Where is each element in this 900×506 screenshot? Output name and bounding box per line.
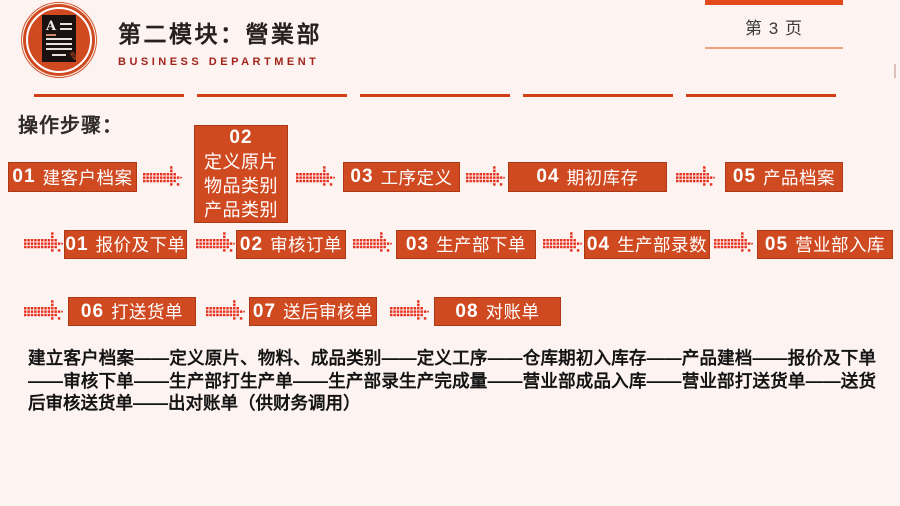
page-indicator-bar [705,0,843,5]
step-number: 01 [12,166,36,187]
module-title: 第二模块：營業部 [118,21,322,48]
dot-arrow-icon [196,232,235,252]
header-divider [34,94,836,97]
divider-dash [523,94,673,97]
flow-step-print-delivery-note: 06 打送货单 [68,297,196,326]
divider-dash [34,94,184,97]
flow-step-production-order: 03 生产部下单 [396,230,536,259]
step-number: 03 [350,166,374,187]
flow-step-production-record: 04 生产部录数 [584,230,710,259]
step-label: 对账单 [485,302,540,322]
flow-step-review-order: 02 审核订单 [236,230,346,259]
summary-text: 建立客户档案——定义原片、物料、成品类别——定义工序——仓库期初入库存——产品建… [28,348,876,413]
dot-arrow-icon [143,166,182,186]
flow-step-product-file: 05 产品档案 [725,162,843,192]
step-label: 营业部入库 [795,235,886,255]
dot-arrow-icon [543,232,582,252]
step-number: 06 [80,300,105,322]
document-line [60,23,72,25]
document-line [60,28,72,30]
flow-step-define-categories: 02 定义原片 物品类别 产品类别 [194,125,288,223]
dot-arrow-icon [24,300,63,320]
flow-step-business-dept-inbound: 05 营业部入库 [757,230,893,259]
dot-arrow-icon [206,300,245,320]
document-line [46,43,72,45]
logo-outer-ring [21,2,97,78]
flow-step-process-definition: 03 工序定义 [343,162,460,192]
edge-tick [894,64,896,78]
step-label: 产品档案 [763,167,836,188]
dot-arrow-icon [353,232,392,252]
document-line [46,38,72,40]
step-label: 打送货单 [111,302,184,322]
module-subtitle: BUSINESS DEPARTMENT [118,56,320,68]
flow-step-quote-and-order: 01 报价及下单 [64,230,187,259]
step-number: 02 [229,126,253,148]
step-number: 07 [252,300,277,322]
step-label: 建客户档案 [42,167,133,188]
flow-step-build-customer-file: 01 建客户档案 [8,162,137,192]
divider-dash [686,94,836,97]
step-number: 04 [586,233,611,255]
step-label: 生产部下单 [436,235,527,255]
step-number: 02 [239,233,264,255]
logo-badge: A ✎ [21,2,97,78]
step-number: 03 [405,233,430,255]
document-letter: A [46,19,57,36]
dot-arrow-icon [296,166,335,186]
dot-arrow-icon [676,166,715,186]
flow-step-opening-inventory: 04 期初库存 [508,162,667,192]
pencil-icon: ✎ [67,49,81,65]
dot-arrow-icon [24,232,63,252]
step-number: 04 [536,166,560,187]
section-heading: 操作步骤： [18,115,123,137]
step-number: 05 [764,233,789,255]
step-label: 工序定义 [380,167,453,188]
document-icon: A ✎ [42,15,80,65]
divider-dash [197,94,347,97]
page-indicator-underline [705,47,843,49]
dot-arrow-icon [390,300,429,320]
step-number: 08 [455,300,479,322]
step-number: 05 [732,166,757,187]
flow-step-statement: 08 对账单 [434,297,561,326]
document-line [46,48,72,50]
step-number: 01 [65,233,89,255]
step-label: 定义原片 物品类别 产品类别 [204,151,278,220]
dot-arrow-icon [714,232,753,252]
step-label: 送后审核单 [283,302,374,322]
flow-step-post-delivery-review: 07 送后审核单 [249,297,377,326]
divider-dash [360,94,510,97]
step-label: 报价及下单 [95,235,186,255]
title-block: 第二模块：營業部 BUSINESS DEPARTMENT [118,15,322,68]
page-number: 第 3 页 [745,19,803,38]
step-label: 生产部录数 [617,235,708,255]
page-indicator: 第 3 页 [705,0,843,49]
dot-arrow-icon [466,166,505,186]
step-label: 审核订单 [270,235,343,255]
document-line [52,54,66,56]
step-label: 期初库存 [566,167,639,188]
